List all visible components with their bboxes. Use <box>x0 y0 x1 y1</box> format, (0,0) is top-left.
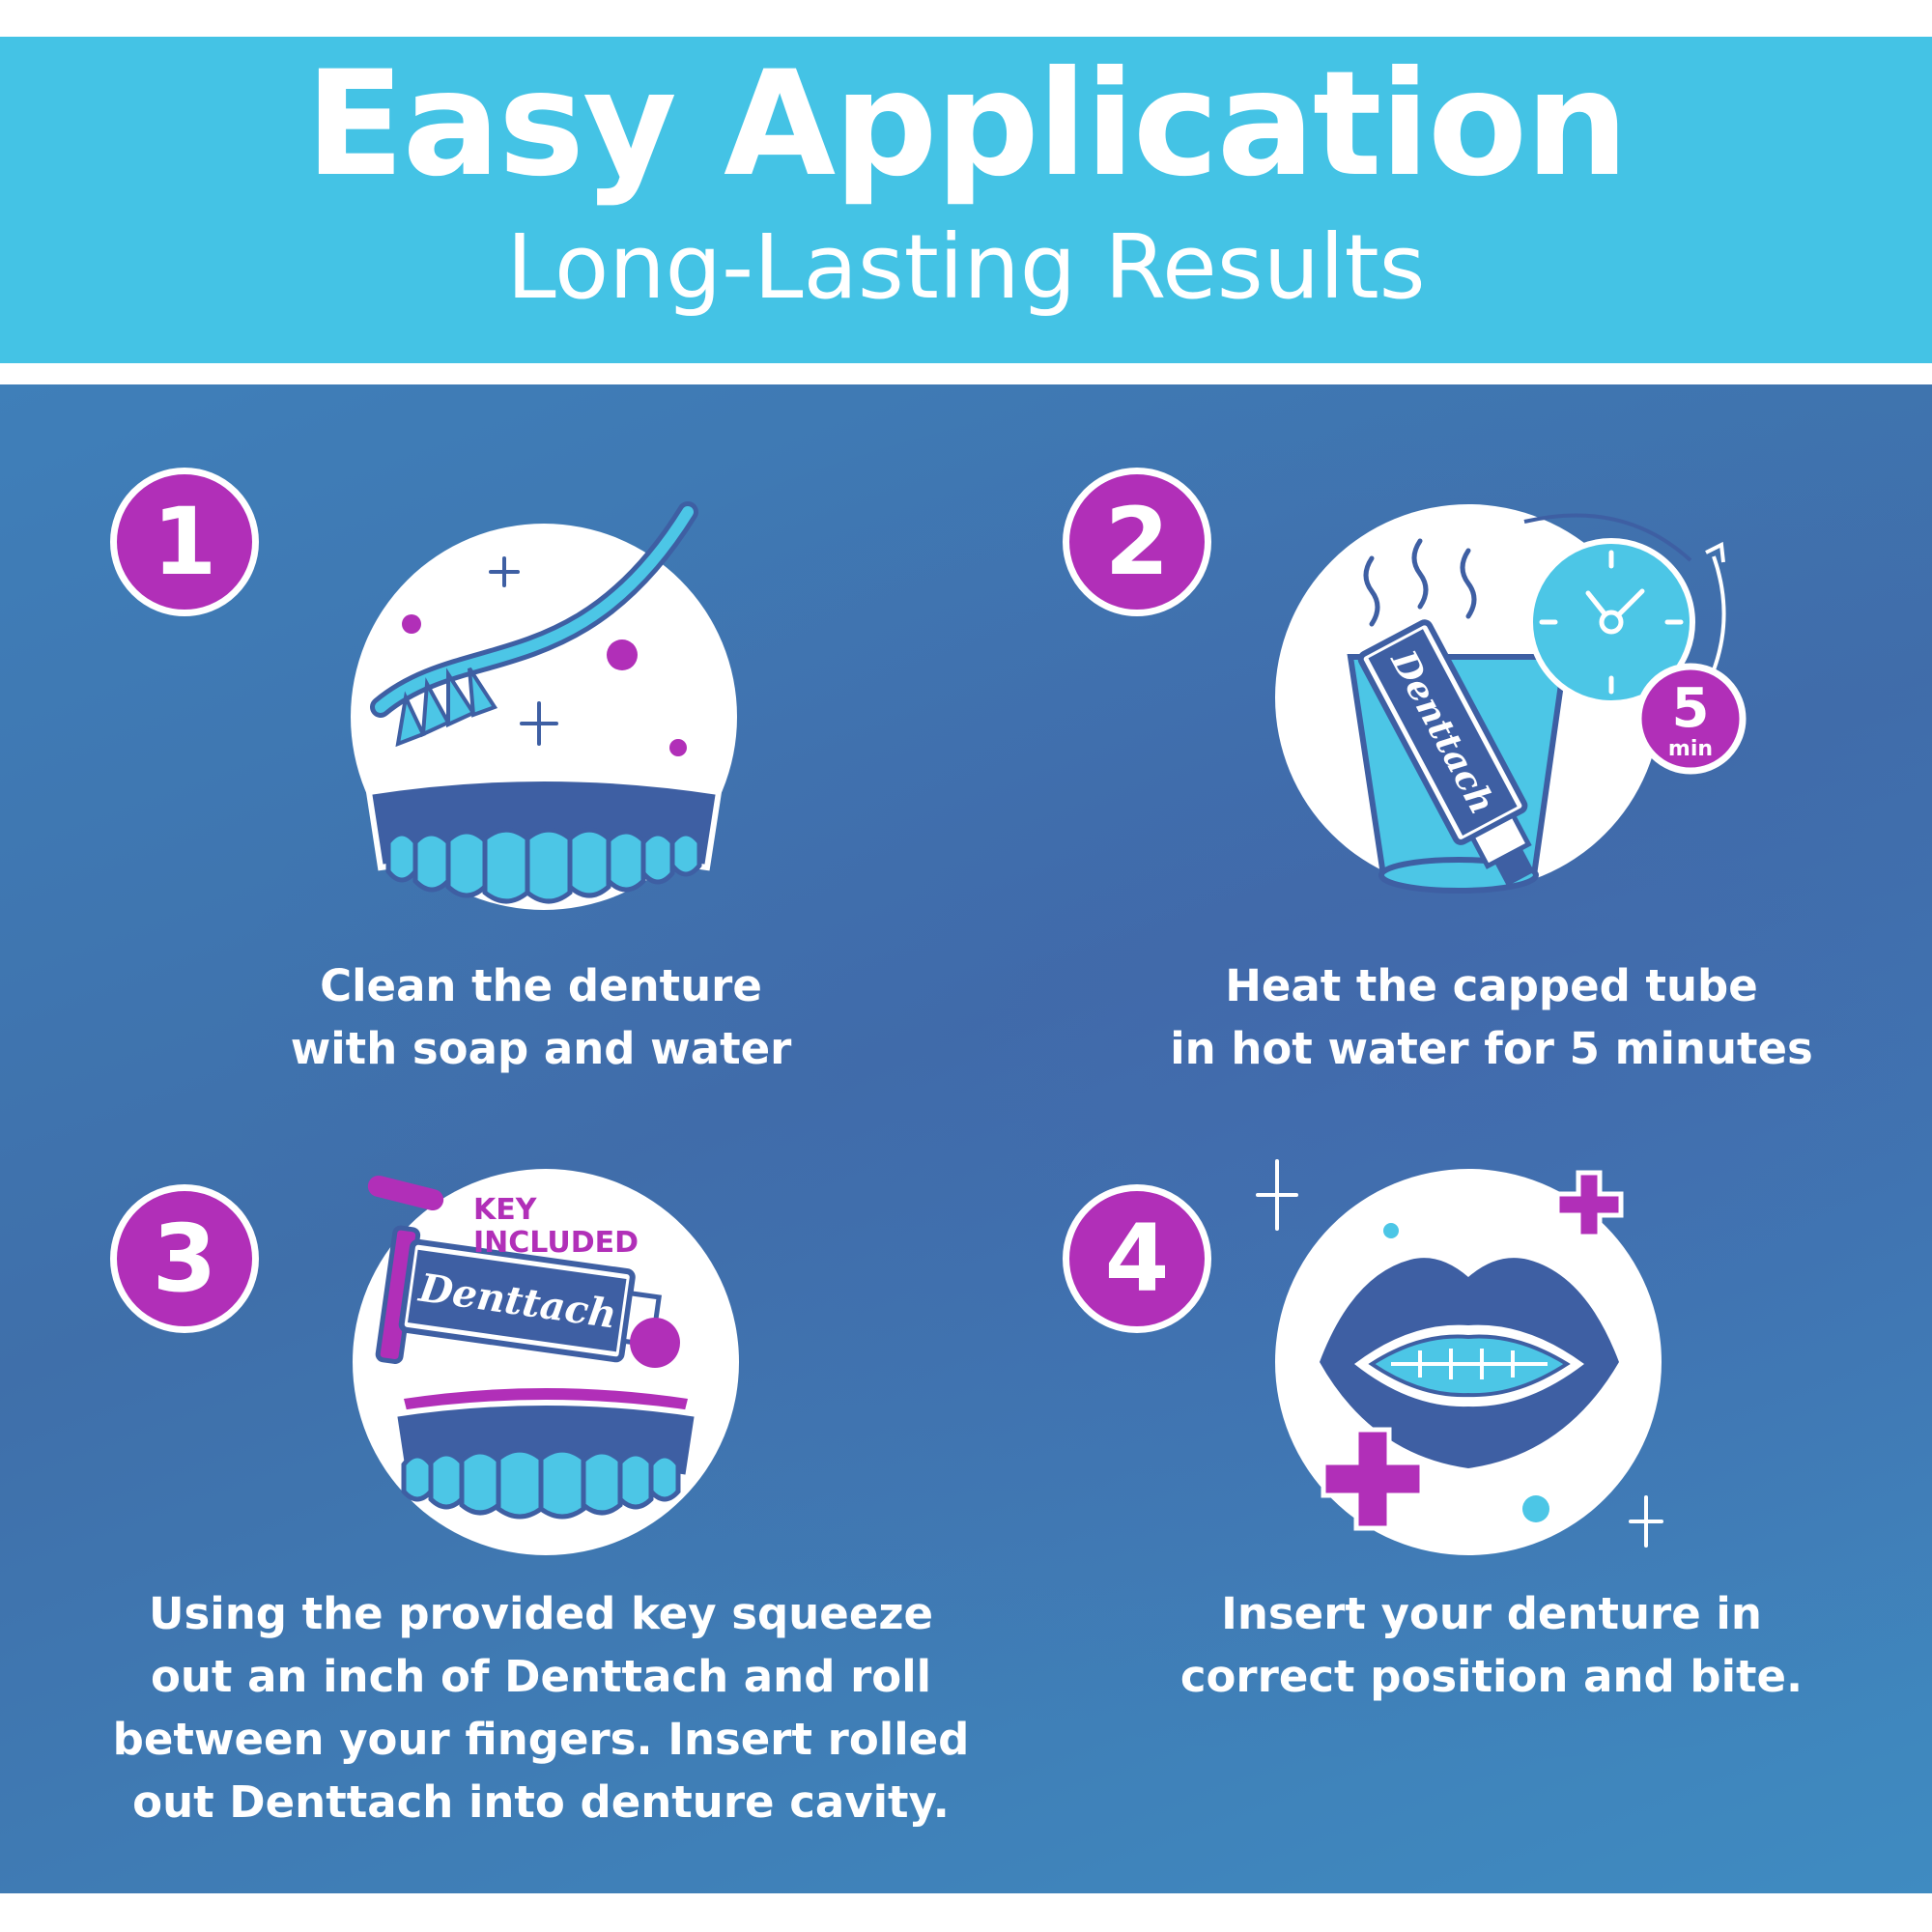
timer-value: 5 <box>1672 677 1710 740</box>
caption-line: correct position and bite. <box>1179 1651 1804 1702</box>
step-2-caption: Heat the capped tube in hot water for 5 … <box>1105 954 1878 1080</box>
step-1-caption: Clean the denture with soap and water <box>155 954 927 1080</box>
key-included-line-1: KEY <box>473 1193 538 1227</box>
page-subtitle: Long-Lasting Results <box>506 215 1426 319</box>
mouth-teeth-icon <box>1256 1159 1663 1555</box>
step-1-badge: 1 <box>110 468 259 616</box>
caption-line: Clean the denture <box>320 960 762 1011</box>
step-3-badge: 3 <box>110 1184 259 1333</box>
caption-line: in hot water for 5 minutes <box>1170 1023 1813 1074</box>
caption-line: Insert your denture in <box>1221 1588 1762 1639</box>
caption-line: with soap and water <box>290 1023 792 1074</box>
key-included-line-2: INCLUDED <box>473 1226 639 1260</box>
timer-unit: min <box>1668 737 1713 761</box>
caption-line: between your fingers. Insert rolled <box>112 1714 970 1765</box>
step-2-badge: 2 <box>1063 468 1211 616</box>
header-banner <box>0 37 1932 363</box>
caption-line: Heat the capped tube <box>1225 960 1758 1011</box>
tube-key-denture-icon: Denttach KEY INCLUDED <box>353 1169 739 1555</box>
step-3-caption: Using the provided key squeeze out an in… <box>39 1582 1043 1833</box>
caption-line: Using the provided key squeeze <box>148 1588 934 1639</box>
step-4-badge: 4 <box>1063 1184 1211 1333</box>
step-4-caption: Insert your denture in correct position … <box>1105 1582 1878 1708</box>
page-title: Easy Application <box>305 41 1629 209</box>
tube-hot-water-clock-icon: Denttach 5 min <box>1275 504 1747 894</box>
caption-line: out Denttach into denture cavity. <box>132 1776 950 1828</box>
toothbrush-denture-icon <box>351 501 737 910</box>
caption-line: out an inch of Denttach and roll <box>150 1651 932 1702</box>
